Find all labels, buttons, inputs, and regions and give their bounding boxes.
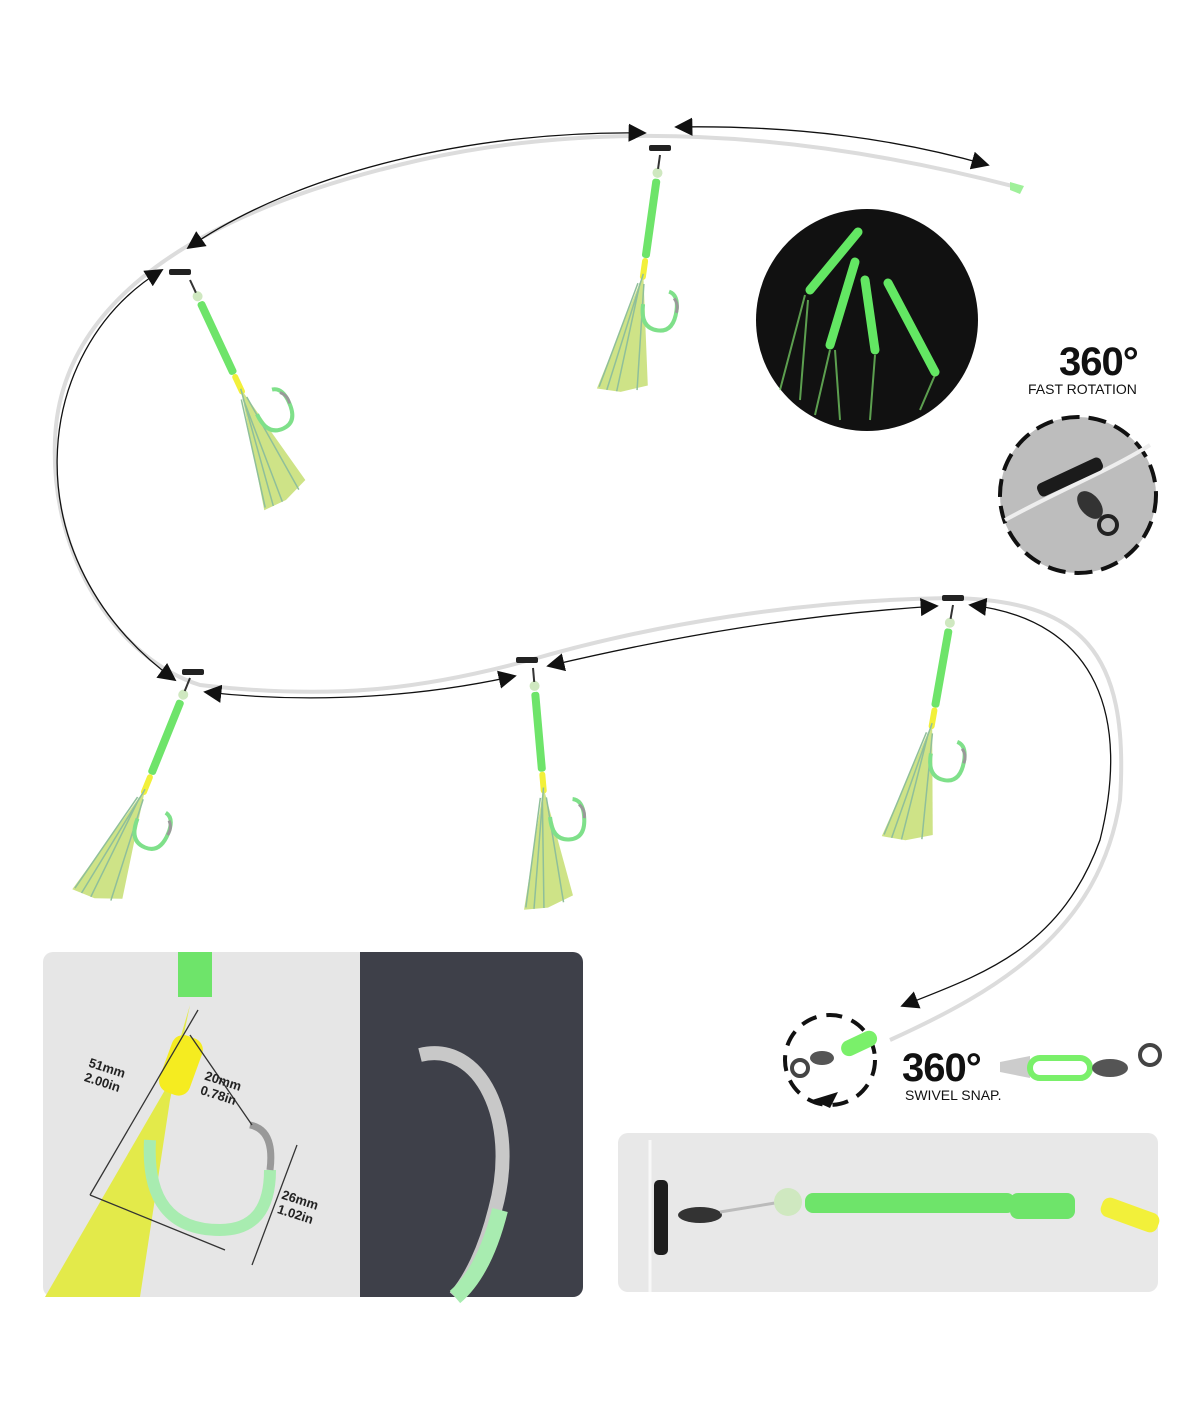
hook-dimension-panel [43,952,360,1297]
lure-3 [70,664,228,917]
rotation-label: FAST ROTATION [1028,381,1137,397]
lure-5 [879,595,993,851]
swivel-label: SWIVEL SNAP. [905,1087,1002,1103]
loop-end [1010,182,1024,194]
rotation-degrees: 360° [1059,340,1139,384]
spacing-arrows [56,117,1112,1009]
lure-2 [594,145,701,401]
hook-closeup-panel [360,952,583,1304]
swivel-degrees: 360° [902,1046,982,1090]
lure-1 [160,261,329,513]
swivel-snap-detail [1000,1043,1162,1081]
glow-in-dark-inset [756,209,978,431]
swivel-rotation-inset [998,415,1158,575]
swivel-snap-rotation [783,1013,878,1108]
lure-4 [501,657,595,912]
leader-closeup-panel [618,1133,1160,1292]
